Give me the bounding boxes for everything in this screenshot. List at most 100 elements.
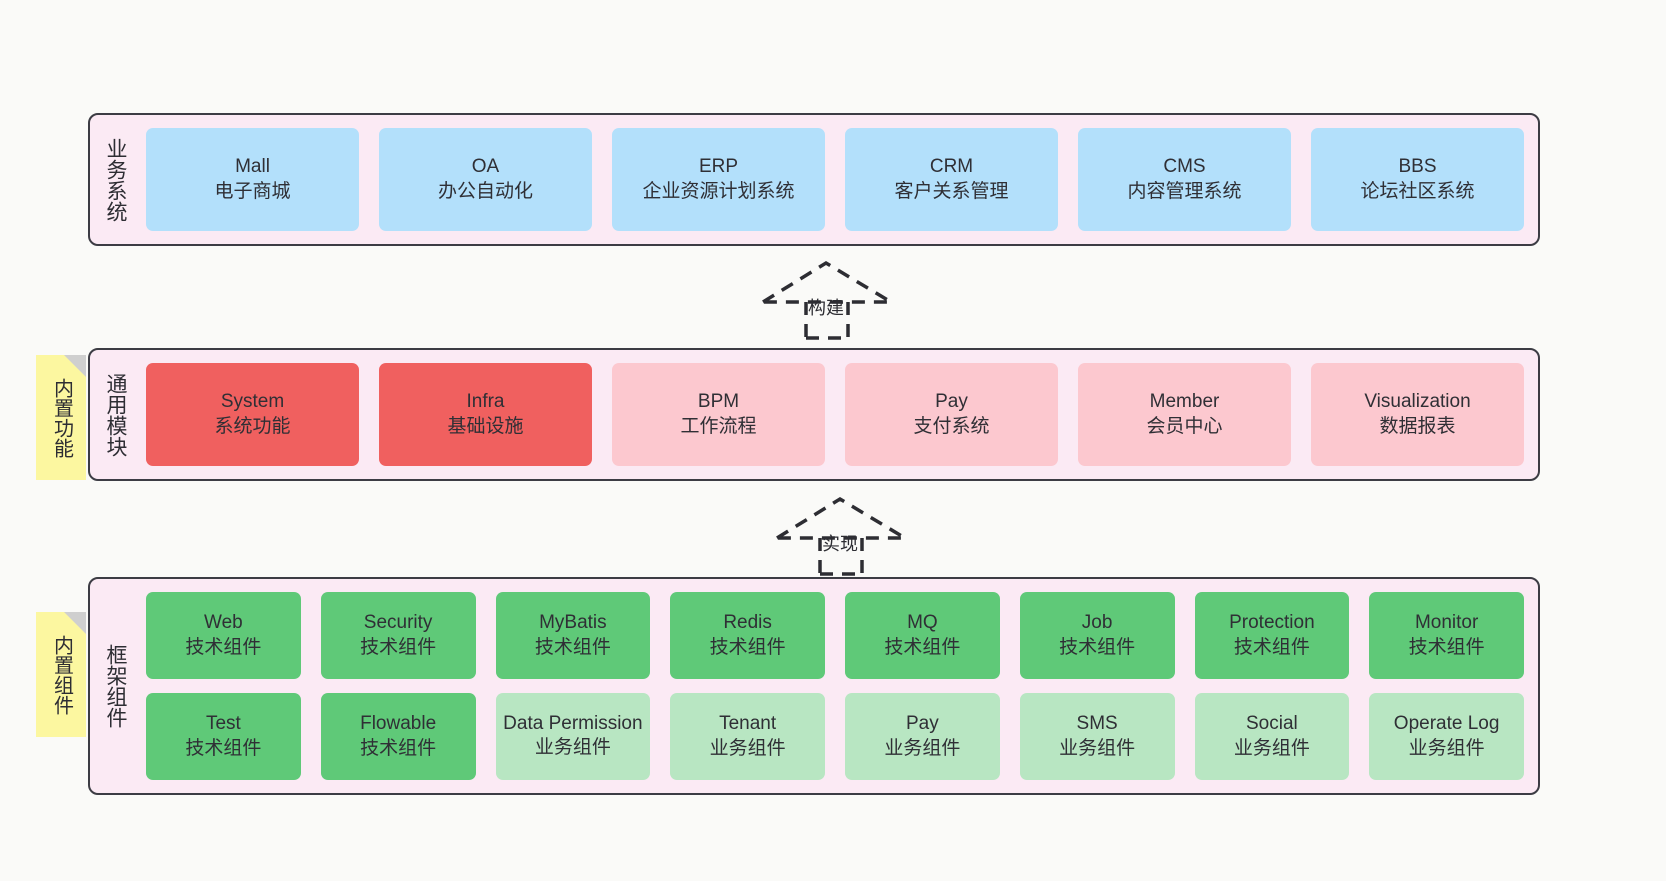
node-title: Job xyxy=(1081,612,1113,634)
node-subtitle: 技术组件 xyxy=(1233,636,1310,658)
node-subtitle: 办公自动化 xyxy=(437,180,533,202)
node-subtitle: 技术组件 xyxy=(185,737,262,759)
node-subtitle: 技术组件 xyxy=(360,636,437,658)
node-subtitle: 客户关系管理 xyxy=(894,180,1009,202)
node-subtitle: 技术组件 xyxy=(884,636,961,658)
node-subtitle: 工作流程 xyxy=(680,415,757,437)
arrow-implement-head xyxy=(770,496,912,540)
layer-business-systems-title: 业务系统 xyxy=(103,137,127,222)
note-builtin-features: 内置功能 xyxy=(36,355,86,480)
node-subtitle: 系统功能 xyxy=(214,415,291,437)
node-subtitle: 业务组件 xyxy=(709,737,786,759)
node-subtitle: 基础设施 xyxy=(447,415,524,437)
layer-common-modules-title: 通用模块 xyxy=(103,372,127,457)
node-title: MyBatis xyxy=(539,612,607,634)
node-title: Visualization xyxy=(1364,391,1471,413)
node-subtitle: 业务组件 xyxy=(1408,737,1485,759)
node-title: ERP xyxy=(698,156,739,178)
arrow-build: 构建 xyxy=(756,258,898,340)
note-builtin-components-label: 内置组件 xyxy=(50,634,73,715)
node-title: Redis xyxy=(723,612,772,634)
node-title: Operate Log xyxy=(1393,713,1500,735)
node-subtitle: 业务组件 xyxy=(1233,737,1310,759)
note-fold-corner-icon xyxy=(64,612,86,634)
arrow-build-head xyxy=(756,260,898,304)
node-title: BBS xyxy=(1398,156,1437,178)
note-builtin-components: 内置组件 xyxy=(36,612,86,737)
node-title: Pay xyxy=(906,713,939,735)
node-title: Mall xyxy=(235,156,270,178)
node-subtitle: 支付系统 xyxy=(913,415,990,437)
node-subtitle: 会员中心 xyxy=(1146,415,1223,437)
node-title: Web xyxy=(204,612,243,634)
node-title: OA xyxy=(471,156,500,178)
note-fold-corner-icon xyxy=(64,355,86,377)
node-title: Test xyxy=(205,713,241,735)
node-subtitle: 技术组件 xyxy=(360,737,437,759)
arrow-implement: 实现 xyxy=(770,494,912,576)
node-subtitle: 技术组件 xyxy=(709,636,786,658)
node-title: CRM xyxy=(929,156,974,178)
node-title: Member xyxy=(1149,391,1220,413)
node-subtitle: 业务组件 xyxy=(534,736,611,758)
node-subtitle: 业务组件 xyxy=(884,737,961,759)
node-title: BPM xyxy=(697,391,740,413)
node-subtitle: 企业资源计划系统 xyxy=(642,180,795,202)
note-builtin-features-label: 内置功能 xyxy=(50,377,73,458)
node-subtitle: 数据报表 xyxy=(1379,415,1456,437)
node-subtitle: 业务组件 xyxy=(1059,737,1136,759)
node-subtitle: 电子商城 xyxy=(214,180,291,202)
node-title: MQ xyxy=(907,612,938,634)
node-title: Flowable xyxy=(360,713,437,735)
node-subtitle: 论坛社区系统 xyxy=(1360,180,1475,202)
node-subtitle: 内容管理系统 xyxy=(1127,180,1242,202)
node-title: Protection xyxy=(1229,612,1315,634)
layer-framework-components-title: 框架组件 xyxy=(103,644,127,728)
node-title: Monitor xyxy=(1414,612,1479,634)
node-title: Security xyxy=(363,612,433,634)
node-subtitle: 技术组件 xyxy=(1059,636,1136,658)
node-title: Data Permission xyxy=(503,712,643,734)
arrow-build-label: 构建 xyxy=(808,298,844,318)
node-title: SMS xyxy=(1076,713,1118,735)
node-title: Pay xyxy=(935,391,968,413)
node-title: CMS xyxy=(1163,156,1206,178)
